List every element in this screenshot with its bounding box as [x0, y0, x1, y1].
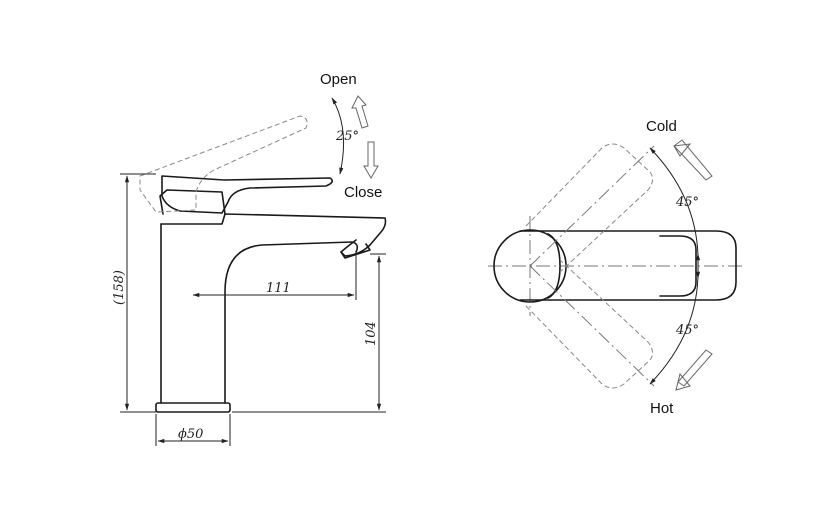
top-view: 45° 45° Cold Hot [488, 118, 742, 417]
angle-arc-25 [331, 97, 345, 175]
lever-closed [161, 175, 334, 214]
label-cold: Cold [646, 118, 677, 135]
cartridge-cap [159, 189, 226, 215]
dim-spout-height: 104 [364, 321, 379, 346]
faucet-body [160, 223, 359, 404]
side-view: Open Close 25° (158) 111 104 ϕ50 [112, 71, 387, 446]
lever-open [139, 115, 308, 213]
spout [160, 213, 387, 257]
handle-top [519, 230, 737, 301]
open-direction-arrow [351, 95, 369, 129]
dim-spout-reach: 111 [266, 281, 291, 296]
dim-hot-angle: 45° [675, 323, 699, 338]
base-plate [155, 402, 231, 413]
label-hot: Hot [650, 400, 674, 417]
rotation-arc [649, 147, 699, 385]
dim-cold-angle: 45° [675, 195, 699, 210]
label-open: Open [320, 71, 357, 88]
aerator [340, 243, 371, 259]
dim-total-height: (158) [112, 270, 127, 305]
hot-direction-arrow [675, 349, 713, 391]
label-close: Close [344, 184, 382, 201]
handle-hot-position [525, 259, 654, 389]
cold-direction-arrow [673, 139, 713, 181]
close-direction-arrow [363, 141, 379, 179]
dim-lever-angle: 25° [335, 129, 359, 144]
dim-base-diameter: ϕ50 [178, 427, 203, 442]
handle-cold-position [525, 143, 654, 273]
